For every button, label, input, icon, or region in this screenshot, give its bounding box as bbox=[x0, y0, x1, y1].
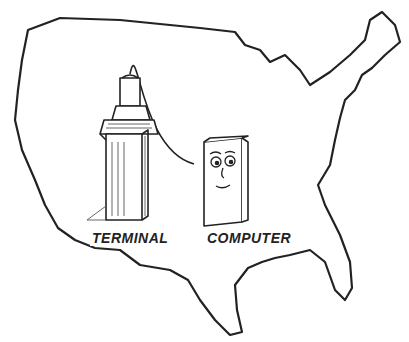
node-label: COMPUTER bbox=[205, 230, 293, 246]
teletype-drawing bbox=[82, 70, 178, 252]
map-outline bbox=[15, 12, 400, 335]
computer-figure: COMPUTER bbox=[190, 132, 308, 252]
terminal-figure: TERMINAL bbox=[82, 70, 178, 252]
node-label: TERMINAL bbox=[90, 230, 170, 246]
